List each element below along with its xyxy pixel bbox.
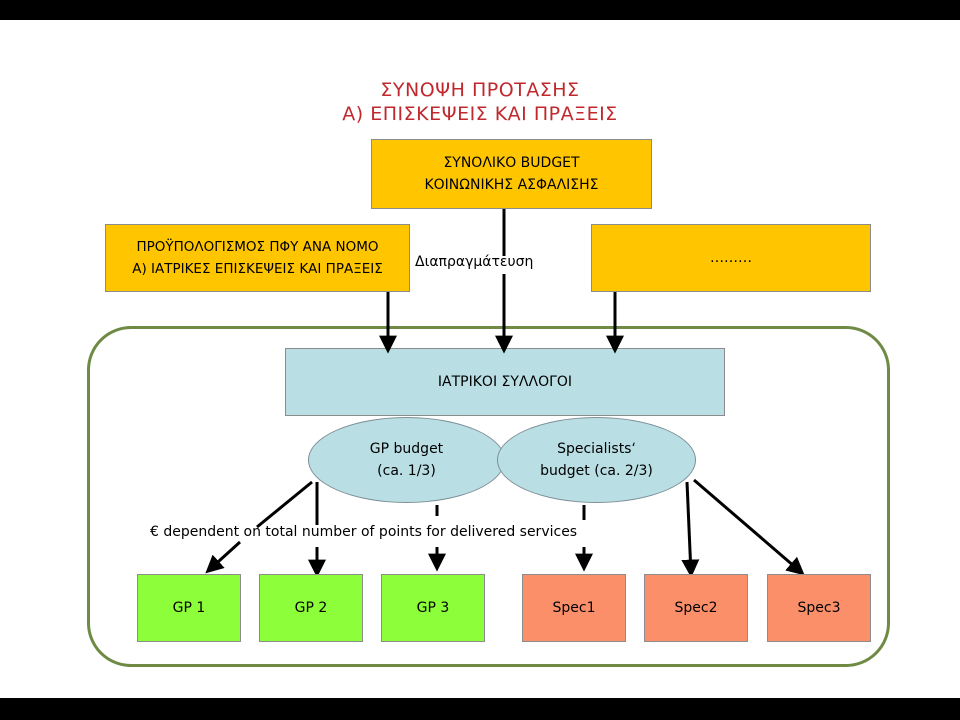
gp-budget-ellipse: GP budget (ca. 1/3) <box>308 417 505 503</box>
total-budget-box: ΣΥΝΟΛΙΚΟ BUDGET ΚΟΙΝΩΝΙΚΗΣ ΑΣΦΑΛΙΣΗΣ <box>371 139 652 209</box>
gp-box-3: GP 3 <box>381 574 485 642</box>
spec-box-3-label: Spec3 <box>797 600 841 616</box>
medical-associations-text: ΙΑΤΡΙΚΟΙ ΣΥΛΛΟΓΟΙ <box>437 374 573 390</box>
gp-box-1-label: GP 1 <box>172 600 206 616</box>
other-budget-text: ……… <box>710 250 752 266</box>
gp-box-1: GP 1 <box>137 574 241 642</box>
gp-box-2-label: GP 2 <box>294 600 328 616</box>
spec-box-3: Spec3 <box>767 574 871 642</box>
title-line-2: Α) ΕΠΙΣΚΕΨΕΙΣ ΚΑΙ ΠΡΑΞΕΙΣ <box>342 103 618 125</box>
points-note-label: € dependent on total number of points fo… <box>150 524 578 540</box>
spec-box-1: Spec1 <box>522 574 626 642</box>
other-budget-box: ……… <box>591 224 871 292</box>
title-line-1: ΣΥΝΟΨΗ ΠΡΟΤΑΣΗΣ <box>380 79 580 101</box>
line-gp-to-gp1-upper <box>256 480 313 529</box>
spec-box-2-label: Spec2 <box>674 600 718 616</box>
specialists-budget-line-2: budget (ca. 2/3) <box>540 463 653 479</box>
negotiation-label: Διαπραγμάτευση <box>415 254 534 270</box>
pfy-budget-line-1: ΠΡΟΫΠΟΛΟΓΙΣΜΟΣ ΠΦΥ ΑΝΑ ΝΟΜΟ <box>136 239 379 255</box>
slide-title: ΣΥΝΟΨΗ ΠΡΟΤΑΣΗΣ Α) ΕΠΙΣΚΕΨΕΙΣ ΚΑΙ ΠΡΑΞΕΙ… <box>230 78 730 126</box>
specialists-budget-ellipse: Specialists‘ budget (ca. 2/3) <box>497 417 696 503</box>
total-budget-line-2: ΚΟΙΝΩΝΙΚΗΣ ΑΣΦΑΛΙΣΗΣ <box>424 177 599 193</box>
spec-box-1-label: Spec1 <box>552 600 596 616</box>
connector-arrows <box>205 209 805 578</box>
pfy-budget-line-2: Α) ΙΑΤΡΙΚΕΣ ΕΠΙΣΚΕΨΕΙΣ ΚΑΙ ΠΡΑΞΕΙΣ <box>132 261 383 277</box>
spec-box-2: Spec2 <box>644 574 748 642</box>
specialists-budget-line-1: Specialists‘ <box>557 441 636 457</box>
arrow-spec-to-spec3 <box>693 478 805 576</box>
gp-budget-line-2: (ca. 1/3) <box>377 463 436 479</box>
arrow-gp-to-gp1 <box>205 540 242 574</box>
gp-box-2: GP 2 <box>259 574 363 642</box>
slide: ΣΥΝΟΨΗ ΠΡΟΤΑΣΗΣ Α) ΕΠΙΣΚΕΨΕΙΣ ΚΑΙ ΠΡΑΞΕΙ… <box>0 20 960 698</box>
medical-associations-box: ΙΑΤΡΙΚΟΙ ΣΥΛΛΟΓΟΙ <box>285 348 725 416</box>
gp-budget-line-1: GP budget <box>369 441 444 457</box>
total-budget-line-1: ΣΥΝΟΛΙΚΟ BUDGET <box>443 155 580 171</box>
arrow-spec-to-spec2 <box>681 481 700 578</box>
pfy-budget-box: ΠΡΟΫΠΟΛΟΓΙΣΜΟΣ ΠΦΥ ΑΝΑ ΝΟΜΟ Α) ΙΑΤΡΙΚΕΣ … <box>105 224 410 292</box>
gp-box-3-label: GP 3 <box>416 600 450 616</box>
